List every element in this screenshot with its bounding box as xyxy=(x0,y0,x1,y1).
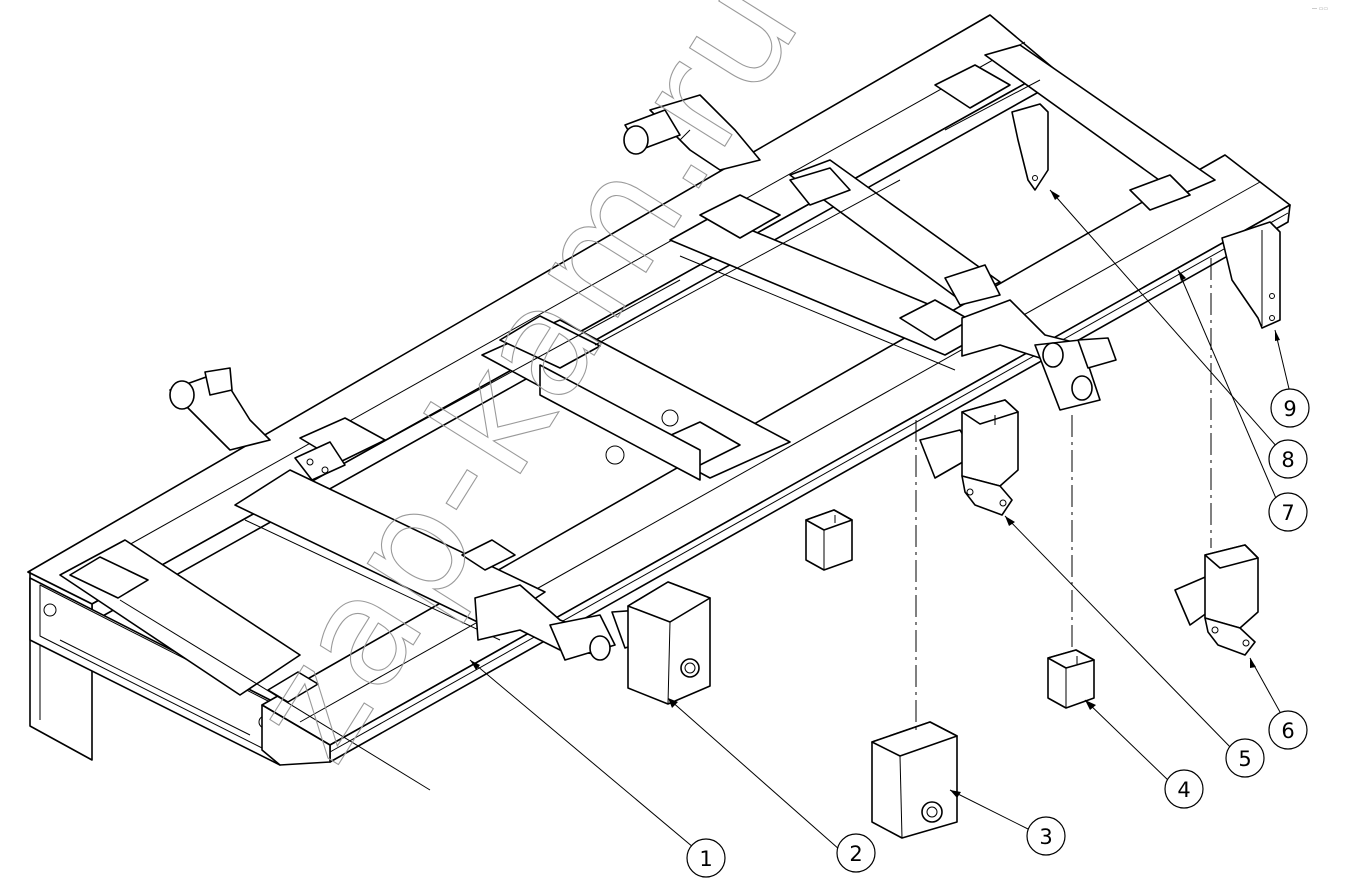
callout-5: 5 xyxy=(1225,738,1265,778)
callout-6: 6 xyxy=(1268,710,1308,750)
spring-bracket-left-front xyxy=(169,367,271,451)
part-7-hanger xyxy=(1011,103,1049,191)
part-6-bracket xyxy=(1174,544,1259,656)
callout-2-label: 2 xyxy=(849,842,862,866)
callout-7: 7 xyxy=(1268,492,1308,532)
callout-3: 3 xyxy=(1026,816,1066,856)
callout-2: 2 xyxy=(836,833,876,873)
callout-7-label: 7 xyxy=(1281,501,1294,525)
part-2-bracket-box xyxy=(627,581,711,705)
callout-3-label: 3 xyxy=(1039,825,1052,849)
callout-6-label: 6 xyxy=(1281,719,1294,743)
callout-1: 1 xyxy=(686,838,726,878)
callout-4: 4 xyxy=(1164,769,1204,809)
callout-8: 8 xyxy=(1268,439,1308,479)
callout-9: 9 xyxy=(1270,388,1310,428)
part-9-hanger xyxy=(1221,221,1281,329)
spring-bracket-right-rear xyxy=(961,299,1117,411)
part-4-cup xyxy=(1047,649,1095,709)
callout-1-label: 1 xyxy=(699,847,712,871)
spring-bracket-left-rear xyxy=(623,94,761,171)
leader-lines xyxy=(469,189,1291,859)
watermark: zap-kam.ru xyxy=(218,0,835,789)
corner-mark: ⎯⎯ ▭▭ xyxy=(1312,6,1328,12)
part-3-box xyxy=(871,721,958,839)
part-5-bracket xyxy=(919,399,1019,516)
assembly-centerlines xyxy=(915,258,1212,730)
callout-4-label: 4 xyxy=(1177,778,1190,802)
callout-9-label: 9 xyxy=(1283,397,1296,421)
callout-8-label: 8 xyxy=(1281,448,1294,472)
part-4-cup-upper xyxy=(805,509,853,571)
callout-5-label: 5 xyxy=(1238,747,1251,771)
